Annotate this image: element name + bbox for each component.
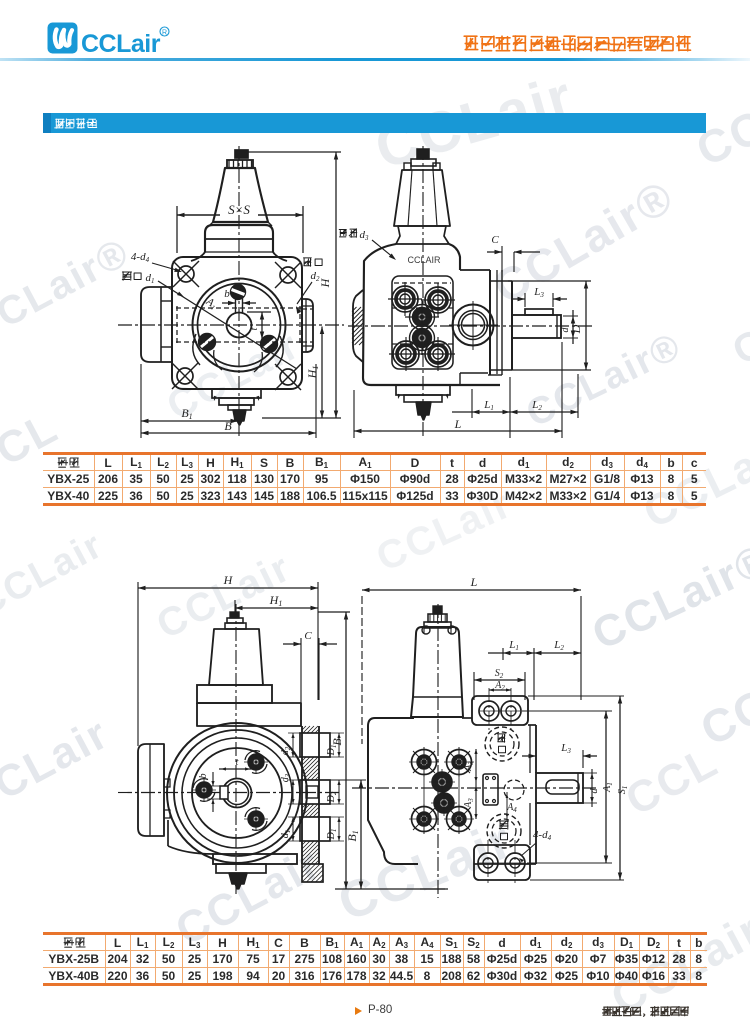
svg-text:B: B bbox=[224, 419, 232, 433]
svg-text:B1: B1 bbox=[345, 830, 360, 841]
svg-text:t: t bbox=[236, 757, 239, 768]
svg-text:D1: D1 bbox=[326, 829, 338, 841]
svg-text:A3: A3 bbox=[463, 798, 475, 809]
svg-text:d2: d2 bbox=[280, 746, 292, 755]
svg-text:H: H bbox=[223, 573, 234, 587]
svg-text:b: b bbox=[224, 288, 230, 300]
svg-text:L2: L2 bbox=[553, 639, 564, 652]
svg-text:A2: A2 bbox=[494, 680, 505, 692]
svg-text:S2: S2 bbox=[495, 668, 504, 680]
svg-text:A1: A1 bbox=[203, 295, 219, 312]
svg-text:S×S: S×S bbox=[228, 202, 250, 217]
svg-text:4-d4: 4-d4 bbox=[131, 251, 150, 264]
svg-text:d3: d3 bbox=[360, 229, 370, 242]
svg-text:L: L bbox=[454, 417, 462, 431]
svg-text:H1: H1 bbox=[269, 593, 283, 608]
svg-text:L2: L2 bbox=[531, 399, 542, 412]
svg-text:H1: H1 bbox=[305, 366, 320, 380]
svg-text:4-d4: 4-d4 bbox=[533, 829, 552, 842]
svg-text:A1: A1 bbox=[602, 782, 614, 793]
svg-text:d: d bbox=[589, 788, 600, 794]
svg-text:CCLAIR: CCLAIR bbox=[407, 255, 441, 265]
svg-text:L3: L3 bbox=[560, 742, 571, 755]
svg-text:H: H bbox=[318, 277, 332, 288]
svg-text:L: L bbox=[470, 575, 478, 589]
svg-text:B1: B1 bbox=[181, 406, 192, 421]
svg-text:CCLair: CCLair bbox=[81, 30, 161, 58]
svg-text:A4: A4 bbox=[506, 802, 517, 814]
svg-text:d3: d3 bbox=[280, 773, 292, 782]
svg-text:C: C bbox=[491, 234, 499, 246]
svg-text:R: R bbox=[162, 30, 167, 37]
svg-text:L3: L3 bbox=[533, 286, 544, 299]
svg-text:L1: L1 bbox=[508, 639, 519, 652]
svg-text:d1: d1 bbox=[280, 830, 292, 839]
svg-text:C: C bbox=[304, 630, 312, 642]
svg-text:d2: d2 bbox=[311, 270, 321, 283]
svg-text:D: D bbox=[569, 324, 583, 334]
svg-text:d: d bbox=[560, 327, 571, 333]
svg-text:S1: S1 bbox=[617, 786, 629, 795]
svg-text:b: b bbox=[198, 774, 209, 779]
svg-text:D1: D1 bbox=[326, 745, 338, 757]
svg-text:A3: A3 bbox=[463, 761, 475, 772]
svg-text:d1: d1 bbox=[146, 272, 155, 285]
svg-text:L1: L1 bbox=[483, 399, 494, 412]
svg-text:B: B bbox=[330, 738, 344, 746]
svg-text:t: t bbox=[249, 327, 260, 330]
